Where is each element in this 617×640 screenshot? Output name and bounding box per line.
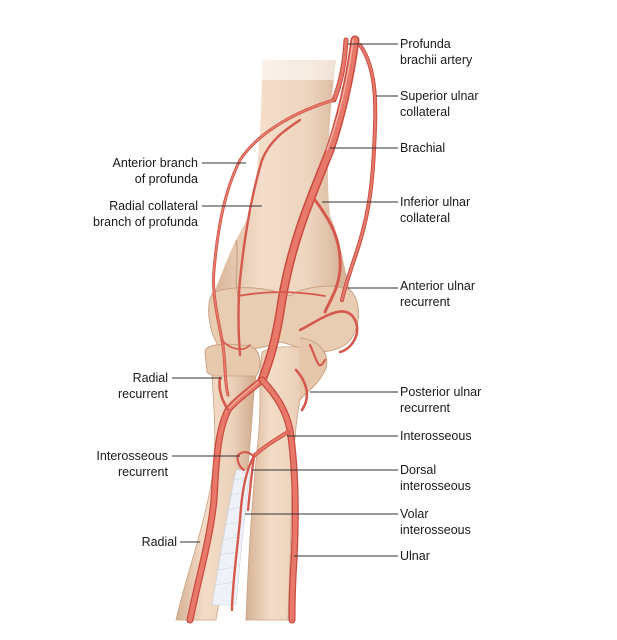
arteries xyxy=(186,35,378,624)
ulna-bone xyxy=(245,337,328,621)
label-brachial: Brachial xyxy=(400,141,446,155)
label-radial: Radial xyxy=(141,535,177,549)
label-inferior-ulnar-collateral: Inferior ulnar collateral xyxy=(400,195,471,225)
label-profunda-brachii: Profunda brachii artery xyxy=(400,37,473,67)
label-volar-interosseous: Volar interosseous xyxy=(400,507,471,537)
label-interosseous-recurrent: Interosseous recurrent xyxy=(96,449,168,479)
label-posterior-ulnar-recurrent: Posterior ulnar recurrent xyxy=(400,385,482,415)
label-superior-ulnar-collateral: Superior ulnar collateral xyxy=(400,89,479,119)
leader-lines xyxy=(172,43,398,557)
label-radial-collateral-profunda: Radial collateral branch of profunda xyxy=(93,199,198,229)
humerus-bone xyxy=(208,40,359,353)
label-dorsal-interosseous: Dorsal interosseous xyxy=(400,463,471,493)
label-interosseous: Interosseous xyxy=(400,429,472,443)
label-anterior-ulnar-recurrent: Anterior ulnar recurrent xyxy=(400,279,476,309)
label-ulnar: Ulnar xyxy=(400,549,430,563)
label-radial-recurrent: Radial recurrent xyxy=(117,371,168,401)
label-anterior-branch-profunda: Anterior branch of profunda xyxy=(112,156,198,186)
